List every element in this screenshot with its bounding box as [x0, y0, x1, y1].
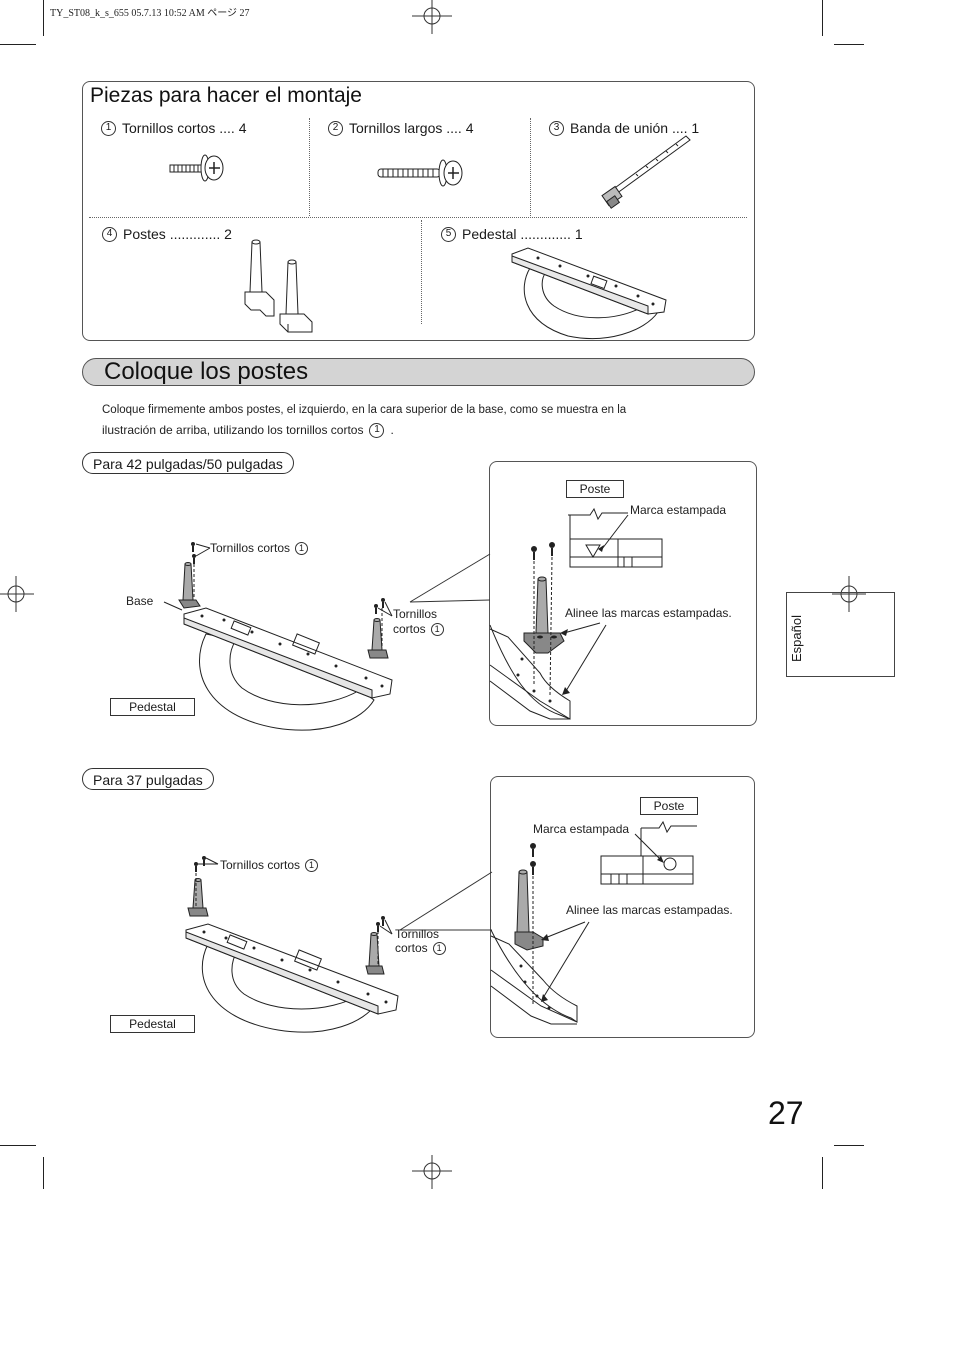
screws-label-text: cortos — [395, 941, 428, 955]
part-number: 3 — [549, 120, 564, 136]
posts-icon — [244, 239, 313, 333]
screws-label: Tornillos cortos 1 — [210, 541, 309, 555]
detail-panel-37 — [490, 776, 755, 1038]
instruction-line: Coloque firmemente ambos postes, el izqu… — [102, 404, 627, 416]
crop-mark — [0, 1145, 36, 1146]
divider — [530, 118, 531, 216]
part-label: Tornillos largos .... 4 — [349, 120, 474, 136]
part-number: 4 — [102, 226, 117, 242]
part-label: Postes ............. 2 — [123, 226, 232, 242]
detail-post-drawing — [489, 507, 663, 720]
short-screw-icon — [169, 154, 224, 182]
screws-label-text: cortos — [393, 622, 426, 636]
part-number: 1 — [295, 541, 309, 555]
screws-label-line: cortos 1 — [393, 622, 444, 637]
registration-mark-icon — [412, 0, 452, 34]
registration-mark-icon — [412, 1155, 452, 1189]
part-item-long-screws: 2 Tornillos largos .... 4 — [328, 120, 474, 136]
crop-mark — [43, 1157, 44, 1189]
instruction-line: ilustración de arriba, utilizando los to… — [102, 420, 755, 440]
part-number: 1 — [430, 623, 444, 636]
instruction-text: Coloque firmemente ambos postes, el izqu… — [102, 400, 755, 440]
part-number: 2 — [328, 120, 343, 136]
crop-mark — [834, 44, 864, 45]
part-item-binding-band: 3 Banda de unión .... 1 — [549, 120, 699, 136]
part-label: Banda de unión .... 1 — [570, 120, 700, 136]
language-tab — [786, 592, 895, 677]
divider — [421, 220, 422, 324]
model-label-37: Para 37 pulgadas — [82, 768, 214, 790]
poste-label: Poste — [640, 797, 698, 815]
mark-label: Marca estampada — [630, 503, 727, 517]
divider — [89, 217, 747, 218]
align-label: Alinee las marcas estampadas. — [566, 903, 733, 917]
crop-mark — [43, 0, 44, 36]
parts-title: Piezas para hacer el montaje — [90, 84, 362, 107]
pedestal-icon — [511, 247, 667, 339]
screws-label-line: Tornillos — [393, 607, 438, 621]
callout-wedge — [409, 553, 491, 603]
screws-label-text: Tornillos cortos — [210, 541, 291, 555]
divider — [309, 118, 310, 216]
instruction-text-part: ilustración de arriba, utilizando los to… — [102, 423, 364, 437]
part-item-posts: 4 Postes ............. 2 — [102, 226, 232, 242]
part-number: 1 — [101, 120, 116, 136]
screws-label-right: Tornillos cortos 1 — [393, 607, 444, 637]
mark-label: Marca estampada — [533, 822, 630, 836]
part-label: Tornillos cortos .... 4 — [122, 120, 247, 136]
registration-mark-icon — [0, 576, 34, 612]
part-label: Pedestal ............. 1 — [462, 226, 583, 242]
long-screw-icon — [377, 159, 463, 187]
pedestal-assembly-icon — [163, 542, 393, 731]
screws-label: Tornillos cortos 1 — [220, 858, 319, 872]
crop-mark — [822, 0, 823, 36]
part-item-pedestal: 5 Pedestal ............. 1 — [441, 226, 583, 242]
section-header-bar — [82, 358, 755, 386]
crop-mark — [0, 44, 36, 45]
callout-wedge — [399, 871, 493, 931]
detail-post-drawing — [490, 820, 697, 1025]
section-title: Coloque los postes — [104, 358, 309, 385]
screws-label-text: Tornillos cortos — [220, 858, 301, 872]
pedestal-assembly-icon — [185, 856, 399, 1033]
screws-label-right: Tornillos cortos 1 — [395, 927, 446, 955]
page-number: 27 — [768, 1095, 804, 1131]
binding-band-icon — [601, 135, 691, 209]
language-tab-label: Español — [789, 615, 804, 662]
poste-label: Poste — [566, 480, 624, 498]
pedestal-label: Pedestal — [110, 1015, 195, 1033]
screws-label-line: Tornillos — [395, 927, 440, 941]
instruction-text-end: . — [390, 423, 394, 437]
print-header: TY_ST08_k_s_655 05.7.13 10:52 AM ページ 27 — [50, 8, 250, 19]
align-label: Alinee las marcas estampadas. — [565, 606, 732, 620]
crop-mark — [834, 1145, 864, 1146]
part-number: 5 — [441, 226, 456, 242]
registration-mark-icon — [832, 576, 866, 612]
model-label-42-50: Para 42 pulgadas/50 pulgadas — [82, 452, 294, 474]
part-item-short-screws: 1 Tornillos cortos .... 4 — [101, 120, 247, 136]
part-number: 1 — [432, 941, 446, 955]
parts-panel — [82, 81, 755, 341]
crop-mark — [822, 1157, 823, 1189]
base-label: Base — [126, 594, 154, 608]
screws-label-line: cortos 1 — [395, 941, 446, 955]
part-number: 1 — [369, 422, 385, 438]
pedestal-label: Pedestal — [110, 698, 195, 716]
part-number: 1 — [305, 858, 319, 872]
